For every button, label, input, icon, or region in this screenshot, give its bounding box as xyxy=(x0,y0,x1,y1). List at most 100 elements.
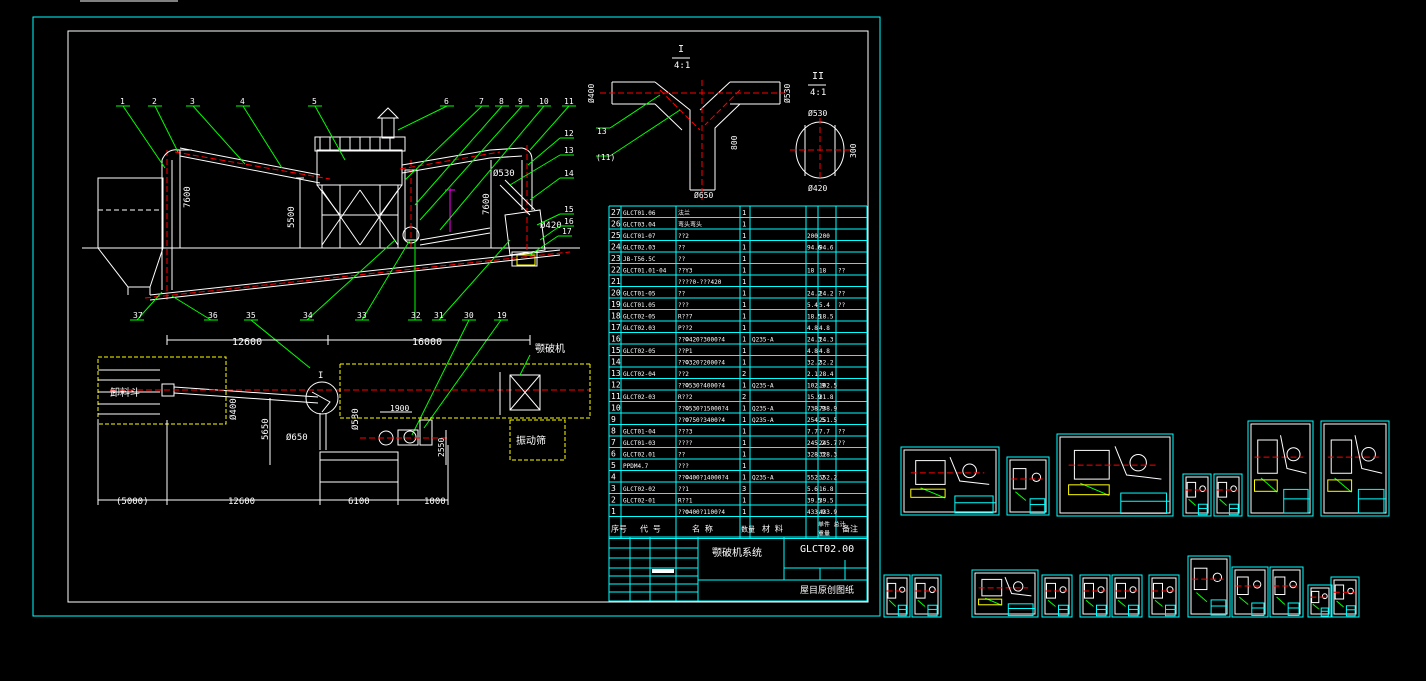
thumbnail-sheet-frame[interactable] xyxy=(1111,574,1143,618)
bom-row-code: GLCT01-05 xyxy=(623,291,656,298)
bom-row-no: 10 xyxy=(611,404,621,413)
bom-row-qty: 1 xyxy=(742,416,746,424)
thumbnail-sheet-frame[interactable] xyxy=(1041,574,1073,618)
bom-row-qty: 1 xyxy=(742,267,746,275)
thumbnail-sheet-frame[interactable] xyxy=(900,446,1000,516)
bom-row-note: ?? xyxy=(838,302,846,309)
thumbnail-title-block xyxy=(1320,607,1329,617)
bom-row-unit-weight: 328.3 xyxy=(807,452,825,459)
balloon-32: 32 xyxy=(411,311,421,320)
thumbnail-title-block xyxy=(1165,604,1176,617)
bom-row-total-weight: 16.8 xyxy=(819,486,834,493)
bom-row-qty: 3 xyxy=(742,485,746,493)
bom-row-name: R??7 xyxy=(678,314,693,321)
bom-row-qty: 1 xyxy=(742,255,746,263)
thumbnail-sheet-frame[interactable] xyxy=(1148,574,1180,618)
bom-row-qty: 1 xyxy=(742,324,746,332)
balloon-7: 7 xyxy=(479,97,484,106)
detail-II-title: II xyxy=(812,71,824,82)
thumbnail-sheet-frame[interactable] xyxy=(911,574,942,618)
thumbnail-part-circle xyxy=(1031,472,1042,482)
bom-row-name: ???? xyxy=(678,440,693,447)
thumbnail-sheet-frame[interactable] xyxy=(1079,574,1111,618)
bom-row-qty: 2 xyxy=(742,370,746,378)
bom-row-qty: 1 xyxy=(742,301,746,309)
bom-row-total-weight: 18.5 xyxy=(819,314,834,321)
drawing-number: GLCT02.00 xyxy=(800,544,854,555)
bom-row-name: ??Ф530?4000?4 xyxy=(678,383,725,390)
thumbnail-title-block xyxy=(1357,488,1385,514)
thumbnail-title-block xyxy=(897,604,907,617)
bom-row-name: ??Ф320?2000?4 xyxy=(678,360,725,367)
bom-row-code: PPDM4.7 xyxy=(623,463,649,470)
thumbnail-sheet-frame[interactable] xyxy=(1247,420,1314,517)
balloon-30: 30 xyxy=(464,311,474,320)
thumbnail-part-detail xyxy=(978,598,1003,606)
bom-row-name: 法兰 xyxy=(678,209,690,217)
balloon-5: 5 xyxy=(312,97,317,106)
thumbnail-sheet-inner xyxy=(1114,577,1140,615)
bom-row-code: GLCT02.03 xyxy=(623,325,656,332)
bom-row-code: GLCT02-01 xyxy=(623,498,656,505)
bom-row-total-weight: 32.2 xyxy=(819,360,834,367)
bom-row-no: 21 xyxy=(611,277,621,286)
bom-header-note: 备注 xyxy=(842,524,858,534)
thumbnail-part-circle xyxy=(1013,581,1024,592)
thumbnail-sheet-frame[interactable] xyxy=(1187,555,1231,618)
thumbnail-sheet-frame[interactable] xyxy=(1269,566,1304,618)
detail-I-balloon-13: 13 xyxy=(597,127,607,136)
dim-d420-elev: Ø420 xyxy=(540,220,562,231)
thumbnail-sheet-frame[interactable] xyxy=(1330,576,1360,618)
bom-row-qty: 1 xyxy=(742,405,746,413)
bom-row-name: ????0-???420 xyxy=(678,279,722,286)
bom-row-total-weight: 433.9 xyxy=(819,509,837,516)
thumbnail-sheet-frame[interactable] xyxy=(883,574,911,618)
thumbnail-sheet-frame[interactable] xyxy=(971,569,1039,618)
bom-row-total-weight: 7.7 xyxy=(819,429,830,436)
thumbnail-part-circle xyxy=(962,463,977,479)
thumbnail-part-circle xyxy=(1230,485,1237,493)
bom-row-note: ?? xyxy=(838,291,846,298)
thumbnail-sheet-frame[interactable] xyxy=(1307,584,1333,618)
thumbnail-title-block xyxy=(1096,604,1107,617)
thumbnail-leader xyxy=(1219,498,1227,506)
bom-row-code: GLCT01.06 xyxy=(623,210,656,217)
bom-row-no: 11 xyxy=(611,392,621,401)
balloon-17: 17 xyxy=(562,227,572,236)
bom-row-no: 6 xyxy=(611,450,616,459)
main-sheet[interactable]: 7600 5500 7600 Ø530 Ø420 xyxy=(32,16,881,617)
thumbnail-sheet-frame[interactable] xyxy=(1231,566,1269,618)
thumbnail-sheet-frame[interactable] xyxy=(1006,456,1050,516)
bom-row-code: GLCT02-04 xyxy=(623,371,656,378)
bom-row-total-weight: 552.2 xyxy=(819,475,837,482)
detail-I-dim-800: 800 xyxy=(730,135,739,150)
bom-row-unit-weight: 18 xyxy=(807,268,815,275)
bom-row-no: 4 xyxy=(611,473,616,482)
bom-row-code: GLCT01-04 xyxy=(623,429,656,436)
thumbnail-sheet-frame[interactable] xyxy=(1320,420,1390,517)
thumbnail-sheet-frame[interactable] xyxy=(1182,473,1212,517)
thumbnail-sheet-frame[interactable] xyxy=(1213,473,1243,517)
thumbnail-part-circle xyxy=(1129,586,1137,594)
bom-row-no: 17 xyxy=(611,323,621,332)
thumbnail-leader xyxy=(1336,600,1344,608)
bom-row-total-weight: 4.8 xyxy=(819,325,830,332)
balloon-19: 19 xyxy=(497,311,507,320)
thumbnail-sheet-frame[interactable] xyxy=(1056,433,1174,517)
thumbnail-sheets[interactable] xyxy=(883,420,1390,618)
bom-row-note: ?? xyxy=(838,268,846,275)
thumbnail-leader xyxy=(1085,599,1094,607)
bom-header-material: 材 料 xyxy=(762,524,783,534)
bom-row-name: ??Y3 xyxy=(678,268,693,275)
bom-row-material: Q235-A xyxy=(752,383,774,390)
bom-row-unit-weight: 94.6 xyxy=(807,245,822,252)
thumbnail-part-circle xyxy=(1212,572,1223,583)
balloon-13: 13 xyxy=(564,146,574,155)
bom-row-name: ??P1 xyxy=(678,348,693,355)
thumbnail-part-circle xyxy=(1286,447,1301,462)
thumbnail-sheet-inner xyxy=(1185,476,1209,514)
thumbnail-part-path xyxy=(1004,576,1032,597)
bom-row-unit-weight: 245.2 xyxy=(807,440,825,447)
